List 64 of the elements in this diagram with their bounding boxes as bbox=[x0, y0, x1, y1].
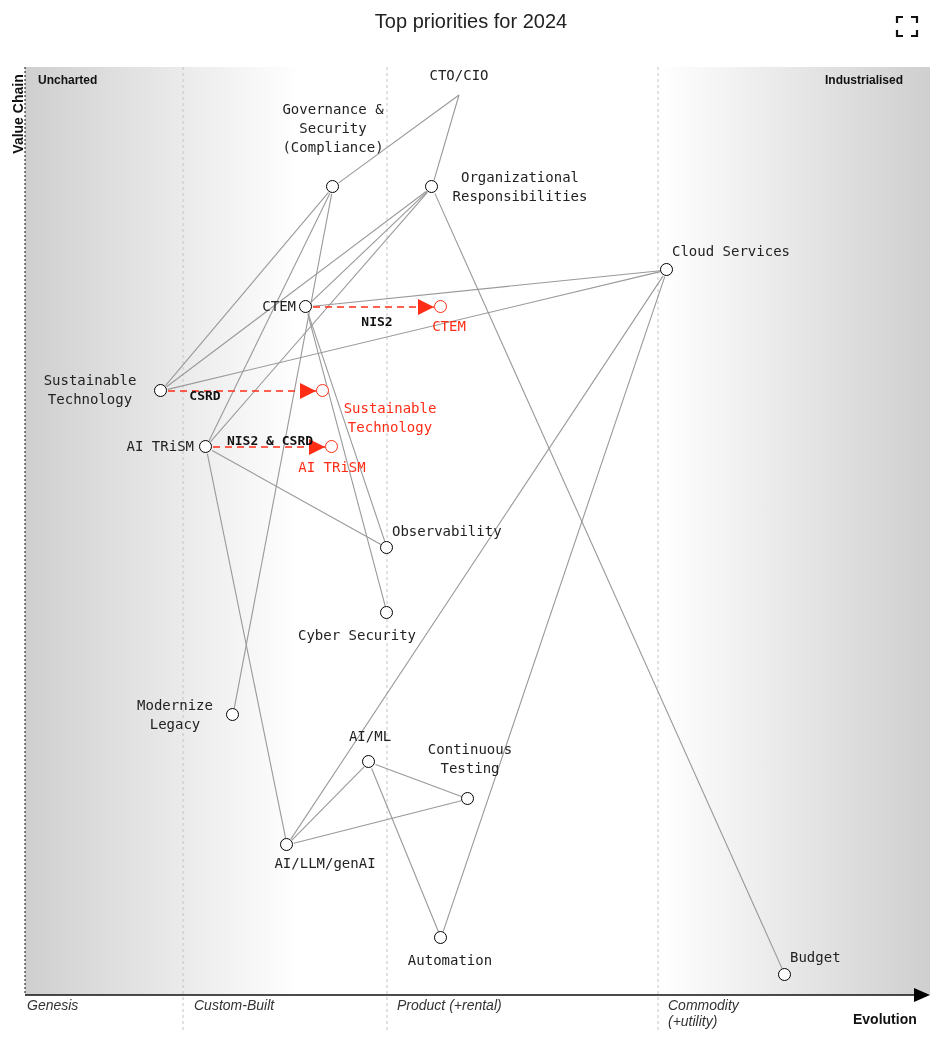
dependency-line bbox=[307, 313, 386, 607]
dependency-line bbox=[293, 800, 462, 844]
component-label: Governance & Security (Compliance) bbox=[281, 100, 385, 157]
component-label: Budget bbox=[790, 948, 842, 967]
dependency-line bbox=[433, 94, 460, 181]
component-label: AI/ML bbox=[347, 727, 393, 746]
component-circle bbox=[316, 384, 329, 397]
component-label: Observability bbox=[392, 522, 503, 541]
component-circle bbox=[434, 931, 447, 944]
component-circle bbox=[362, 755, 375, 768]
component-label: Modernize Legacy bbox=[136, 696, 214, 734]
component-label: Cyber Security bbox=[297, 626, 417, 645]
dependency-line bbox=[375, 763, 462, 798]
dependency-line bbox=[371, 767, 439, 933]
component-label: AI/LLM/genAI bbox=[273, 854, 377, 873]
region-label: Uncharted bbox=[38, 73, 98, 87]
chart-title: Top priorities for 2024 bbox=[374, 10, 568, 33]
edge-label: NIS2 & CSRD bbox=[225, 433, 315, 449]
component-label: Organizational Responsibilities bbox=[451, 168, 589, 206]
component-label: AI TRiSM bbox=[297, 458, 367, 477]
component-circle bbox=[326, 180, 339, 193]
dependency-line bbox=[164, 191, 330, 387]
component-label: Sustainable Technology bbox=[342, 399, 438, 437]
component-label: CTEM bbox=[261, 297, 296, 316]
dependency-line bbox=[208, 192, 331, 442]
dependency-line bbox=[310, 191, 428, 303]
dependency-line bbox=[338, 94, 460, 184]
dependency-line bbox=[442, 276, 666, 932]
axis-label: Evolution bbox=[853, 1011, 917, 1027]
edge-label: CSRD bbox=[188, 388, 222, 404]
component-circle bbox=[325, 440, 338, 453]
evolution-arrow bbox=[212, 439, 326, 455]
component-label: Sustainable Technology bbox=[42, 371, 138, 409]
dependency-line bbox=[166, 190, 427, 388]
component-label: Continuous Testing bbox=[426, 740, 514, 778]
stage-label: Commodity (+utility) bbox=[668, 997, 741, 1029]
component-circle bbox=[380, 606, 393, 619]
component-circle bbox=[461, 792, 474, 805]
component-label: Automation bbox=[406, 951, 494, 970]
edge-label: NIS2 bbox=[360, 314, 394, 330]
component-label: AI TRiSM bbox=[125, 437, 194, 456]
stage-label: Product (+rental) bbox=[397, 997, 503, 1013]
stage-label: Custom-Built bbox=[194, 997, 276, 1013]
component-circle bbox=[425, 180, 438, 193]
dependency-line bbox=[290, 275, 664, 840]
axis-label: Value Chain bbox=[9, 74, 26, 154]
dependency-line bbox=[291, 766, 365, 841]
component-circle bbox=[434, 300, 447, 313]
evolution-arrow bbox=[167, 383, 317, 399]
evolution-arrow bbox=[312, 299, 435, 315]
component-circle bbox=[380, 541, 393, 554]
dependency-line bbox=[206, 453, 287, 839]
dependency-line bbox=[307, 313, 386, 542]
dependency-line bbox=[167, 271, 661, 390]
component-label: CTEM bbox=[431, 317, 467, 336]
dependency-line bbox=[233, 193, 333, 709]
component-label: Cloud Services bbox=[672, 242, 791, 261]
dependency-line bbox=[210, 191, 428, 443]
component-label: CTO/CIO bbox=[419, 66, 499, 95]
region-label: Industrialised bbox=[825, 73, 904, 87]
dependency-line bbox=[434, 192, 783, 970]
dependency-line bbox=[312, 270, 661, 307]
stage-label: Genesis bbox=[27, 997, 80, 1013]
dependency-line bbox=[211, 449, 382, 546]
